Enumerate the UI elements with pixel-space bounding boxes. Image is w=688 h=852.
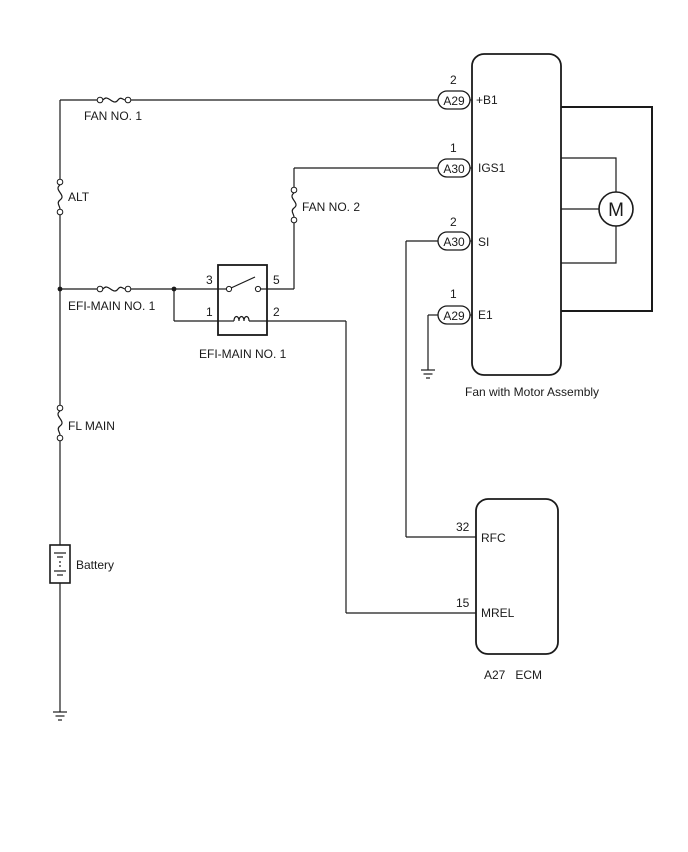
motor-label: M (608, 200, 624, 221)
ecm-pin-32: 32 (456, 520, 470, 534)
label-alt: ALT (68, 190, 90, 204)
fuse-efi-main (96, 285, 132, 293)
fuse-fan-no1 (96, 96, 132, 104)
relay-pin-3: 3 (206, 273, 213, 287)
terminal-e1: E1 (478, 308, 493, 322)
ecm-pin-15: 15 (456, 596, 470, 610)
ecm-terminal-mrel: MREL (481, 606, 515, 620)
relay-efi-main (217, 264, 268, 336)
relay-pin-2: 2 (273, 305, 280, 319)
label-battery: Battery (76, 558, 114, 572)
junction-dot (171, 286, 177, 292)
relay-pin-5: 5 (273, 273, 280, 287)
label-efi-main-fuse: EFI-MAIN NO. 1 (68, 299, 156, 313)
relay-pin-1: 1 (206, 305, 213, 319)
fuse-alt (56, 178, 64, 216)
ecm-box (475, 498, 559, 655)
ecm-terminal-rfc: RFC (481, 531, 506, 545)
battery-icon (49, 544, 71, 584)
terminal-si: SI (478, 235, 489, 249)
terminal-b1: +B1 (476, 93, 498, 107)
ground-icon (421, 369, 435, 379)
connector-a30-si: A30 (443, 235, 465, 249)
label-efi-main-relay: EFI-MAIN NO. 1 (199, 347, 287, 361)
supply-wires (59, 99, 476, 712)
junction-dot (57, 286, 63, 292)
label-fan-assembly: Fan with Motor Assembly (465, 385, 599, 399)
label-fan-no1: FAN NO. 1 (84, 109, 142, 123)
fuse-fl-main (56, 404, 64, 442)
terminal-igs1: IGS1 (478, 161, 506, 175)
fan-motor-assembly (471, 53, 653, 376)
connector-a29-e1: A29 (443, 309, 465, 323)
pin-number: 1 (450, 141, 457, 155)
label-ecm: A27 ECM (484, 668, 542, 682)
pin-number: 1 (450, 287, 457, 301)
connector-a29-b1: A29 (443, 94, 465, 108)
motor-icon (598, 191, 634, 227)
label-fl-main: FL MAIN (68, 419, 115, 433)
connector-a30-igs1: A30 (443, 162, 465, 176)
pin-number: 2 (450, 215, 457, 229)
fan-connector-pins: A29 2 +B1 A30 1 IGS1 A30 2 SI A29 1 E1 (437, 73, 506, 325)
pin-number: 2 (450, 73, 457, 87)
fuse-fan-no2 (290, 186, 298, 224)
label-fan-no2: FAN NO. 2 (302, 200, 360, 214)
ground-icon (53, 711, 67, 721)
